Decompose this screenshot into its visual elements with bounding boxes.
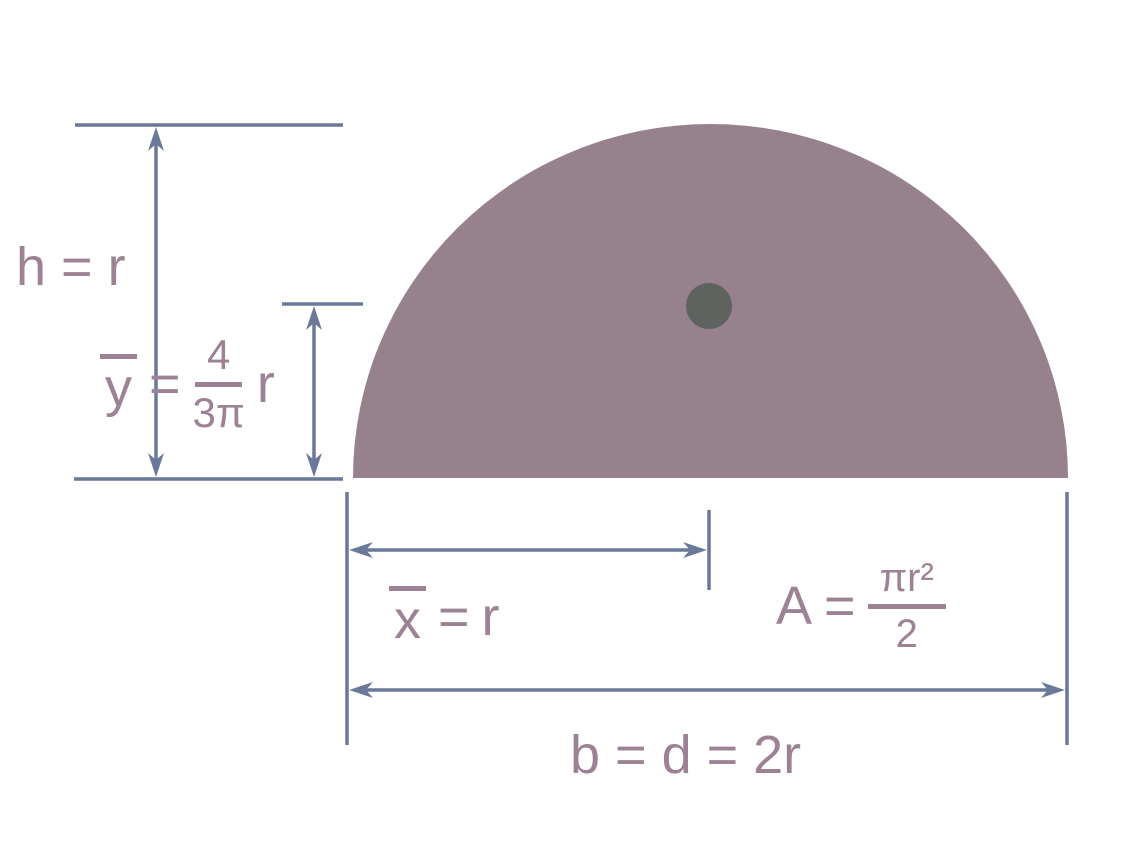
- centroid-x-arrow-left-icon: [349, 542, 373, 558]
- area-formula: A = πr² 2: [776, 548, 946, 664]
- y-bar-fraction: 4 3π: [193, 331, 245, 438]
- base-label: b = d = 2r: [570, 724, 801, 786]
- base-arrow-left-icon: [349, 682, 373, 698]
- x-bar-variable: x: [389, 586, 426, 647]
- area-variable: A: [776, 575, 813, 636]
- height-arrow-up-icon: [148, 127, 164, 151]
- centroid-dot: [686, 283, 732, 329]
- fraction-numerator: πr²: [867, 555, 946, 609]
- radius-value: r: [481, 587, 500, 647]
- height-label-text: h = r: [16, 237, 126, 297]
- centroid-y-arrow-down-icon: [306, 453, 322, 477]
- radius-suffix: r: [256, 353, 275, 414]
- centroid-x-formula: x = r: [389, 586, 500, 648]
- centroid-y-arrow-up-icon: [306, 306, 322, 330]
- equals-sign: =: [149, 353, 181, 414]
- centroid-x-arrow-right-icon: [683, 542, 707, 558]
- base-label-text: b = d = 2r: [570, 725, 802, 785]
- fraction-denominator: 2: [895, 612, 918, 656]
- height-label: h = r: [16, 236, 126, 298]
- fraction-denominator: 3π: [192, 389, 245, 436]
- equals-sign: =: [438, 587, 470, 647]
- equals-sign: =: [824, 575, 856, 636]
- fraction-numerator: 4: [195, 331, 243, 387]
- centroid-y-formula: y = 4 3π r: [100, 331, 275, 436]
- area-fraction: πr² 2: [867, 555, 946, 657]
- height-arrow-down-icon: [148, 453, 164, 477]
- base-arrow-right-icon: [1041, 682, 1065, 698]
- y-bar-variable: y: [100, 353, 137, 415]
